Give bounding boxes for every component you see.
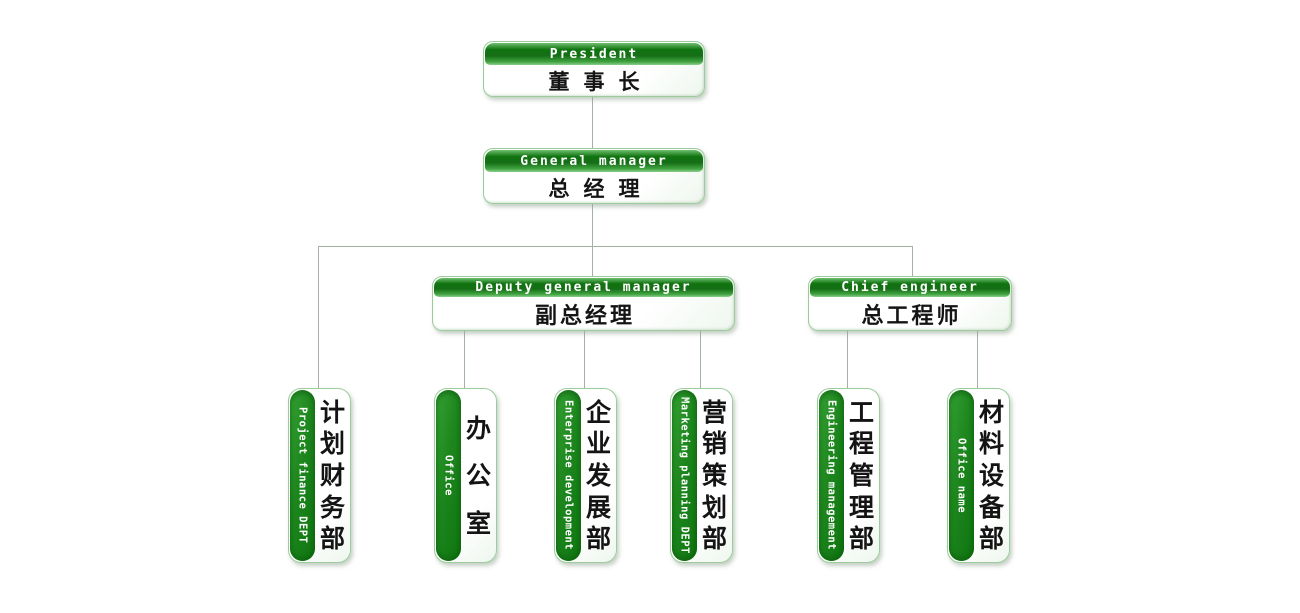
connector-line <box>318 246 913 247</box>
node-chief-engineer-title-en: Chief engineer <box>810 278 1010 297</box>
node-deputy-general-manager: Deputy general manager 副总经理 <box>432 276 735 331</box>
node-chief-engineer-title-cn: 总工程师 <box>861 304 962 329</box>
node-dept-enterprise-development-title-cn: 企业发展部 <box>585 397 611 554</box>
connector-line <box>318 246 319 388</box>
connector-line <box>592 95 593 149</box>
node-dept-project-finance-title-cn: 计划财务部 <box>319 397 345 554</box>
node-dept-enterprise-development-title-en: Enterprise development <box>562 400 575 551</box>
node-general-manager-title-en: General manager <box>485 150 703 172</box>
connector-line <box>464 329 465 388</box>
node-dept-enterprise-development: Enterprise development 企业发展部 <box>554 388 617 563</box>
connector-line <box>584 329 585 388</box>
node-president: President 董事长 <box>483 41 705 97</box>
node-dept-materials-equipment-title-en: Office name <box>955 437 968 514</box>
connector-line <box>700 329 701 388</box>
node-general-manager: General manager 总经理 <box>483 148 705 204</box>
node-dept-engineering-management-title-cn: 工程管理部 <box>848 397 874 554</box>
node-dept-project-finance-title-en: Project finance DEPT <box>296 407 309 544</box>
node-dept-office-title-en: Office <box>442 455 455 496</box>
node-chief-engineer: Chief engineer 总工程师 <box>808 276 1012 331</box>
connector-line <box>847 329 848 388</box>
node-general-manager-title-cn: 总经理 <box>548 177 654 201</box>
node-dept-office: Office 办公室 <box>434 388 497 563</box>
node-dept-materials-equipment-capsule: Office name <box>949 390 974 561</box>
node-dept-engineering-management-title-en: Engineering management <box>825 400 838 551</box>
node-dept-office-capsule: Office <box>436 390 461 561</box>
node-president-title-en: President <box>485 43 703 65</box>
connector-line <box>977 329 978 388</box>
node-dept-marketing-planning-title-cn: 营销策划部 <box>701 397 727 554</box>
node-dept-office-title-cn: 办公室 <box>465 413 491 538</box>
node-president-title-cn: 董事长 <box>548 70 654 94</box>
node-deputy-general-manager-title-cn: 副总经理 <box>534 304 635 329</box>
node-dept-enterprise-development-capsule: Enterprise development <box>556 390 581 561</box>
node-dept-marketing-planning-capsule: Marketing planning DEPT <box>672 390 697 561</box>
node-dept-project-finance: Project finance DEPT 计划财务部 <box>288 388 351 563</box>
node-dept-materials-equipment-title-cn: 材料设备部 <box>978 397 1004 554</box>
node-deputy-general-manager-title-en: Deputy general manager <box>434 278 733 297</box>
connector-line <box>592 246 593 277</box>
connector-line <box>912 246 913 277</box>
node-dept-materials-equipment: Office name 材料设备部 <box>947 388 1010 563</box>
node-dept-project-finance-capsule: Project finance DEPT <box>290 390 315 561</box>
node-dept-marketing-planning: Marketing planning DEPT 营销策划部 <box>670 388 733 563</box>
node-dept-engineering-management: Engineering management 工程管理部 <box>817 388 880 563</box>
connector-line <box>592 202 593 247</box>
node-dept-marketing-planning-title-en: Marketing planning DEPT <box>678 397 691 554</box>
node-dept-engineering-management-capsule: Engineering management <box>819 390 844 561</box>
